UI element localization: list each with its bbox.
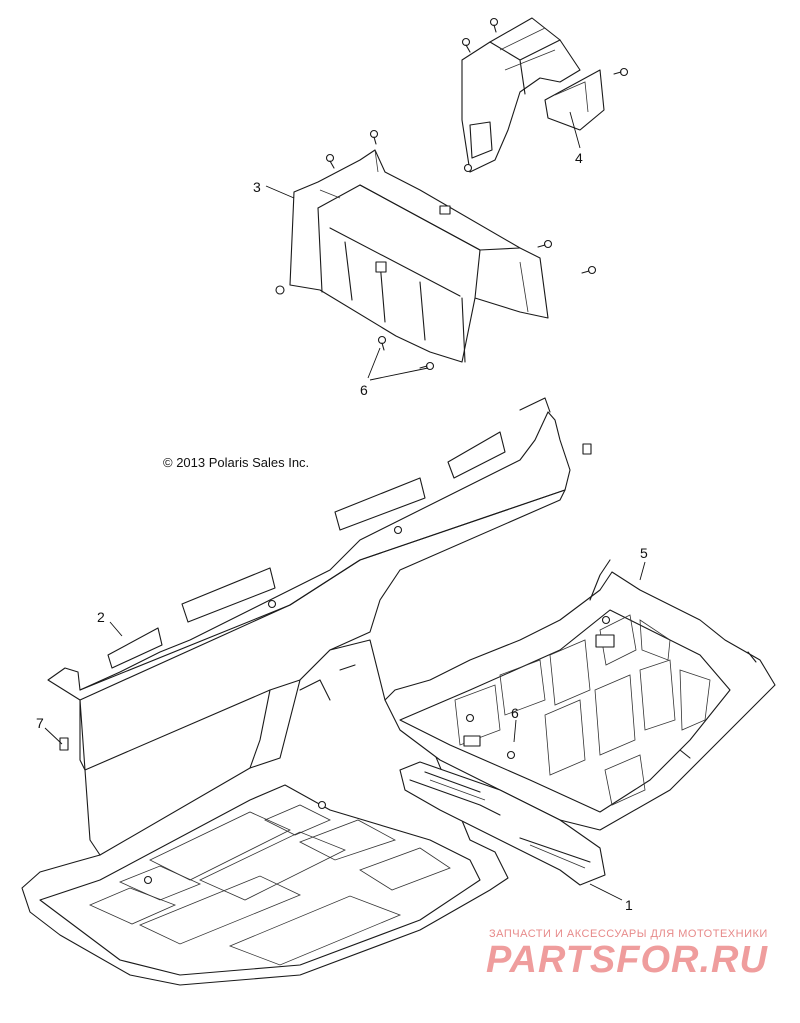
part-1-front-sill: [399, 761, 606, 886]
callout-4: 4: [575, 150, 583, 166]
callout-1: 1: [625, 897, 633, 913]
callout-7: 7: [36, 715, 44, 731]
part-4-fender-bracket: [461, 17, 629, 173]
callout-2: 2: [97, 609, 105, 625]
copyright-notice: © 2013 Polaris Sales Inc.: [163, 455, 310, 470]
watermark-subtitle: ЗАПЧАСТИ И АКСЕССУАРЫ ДЛЯ МОТОТЕХНИКИ: [489, 928, 768, 940]
callout-labels: 1 2 3 4 5 6 6 7: [36, 150, 648, 913]
part-1-left-floor-tray: [21, 639, 509, 986]
watermark-logo: PARTSFOR.RU: [486, 939, 768, 981]
part-3-center-panel: [275, 129, 597, 371]
callout-6-upper: 6: [360, 382, 368, 398]
callout-3: 3: [253, 179, 261, 195]
part-1-right-floor-tray: [384, 559, 776, 831]
callout-5: 5: [640, 545, 648, 561]
callout-6-lower: 6: [511, 705, 519, 721]
callout-leaders: [44, 111, 646, 901]
